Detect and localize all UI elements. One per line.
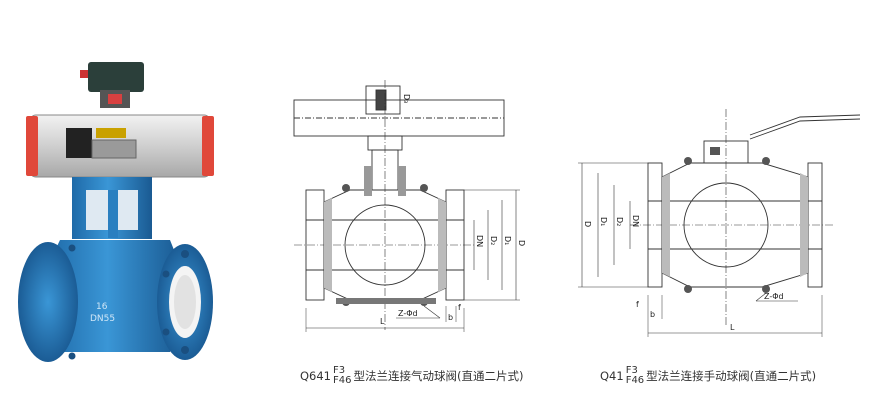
- caption-manual: Q41 F3 F46 型法兰连接手动球阀(直通二片式): [600, 366, 816, 386]
- manual-valve-section-drawing: D D₁ D₂ DN Z-Φd L b f: [578, 109, 861, 337]
- caption-pneumatic-text: 型法兰连接气动球阀(直通二片式): [353, 369, 524, 383]
- actuator-end-cap-left: [26, 116, 38, 176]
- caption-manual-model: Q41: [600, 369, 624, 383]
- dim-d2-label: D₂: [615, 217, 624, 226]
- drawing-pneumatic: D₃ DN D₂ D₁ D Z-Φd L b f: [280, 70, 540, 355]
- pneumatic-valve-section-drawing: D₃ DN D₂ D₁ D Z-Φd L b f: [293, 80, 526, 332]
- caption-manual-liner: F3 F46: [626, 366, 644, 386]
- caption-pneumatic: Q641 F3 F46 型法兰连接气动球阀(直通二片式): [300, 366, 523, 386]
- caption-pneumatic-sup: F3: [333, 365, 346, 376]
- ball-outline: [683, 182, 769, 268]
- caption-pneumatic-model: Q641: [300, 369, 332, 383]
- actuator-end-cap-right: [202, 116, 214, 176]
- valve-body: [48, 240, 180, 352]
- dim-d-label: D: [517, 240, 526, 246]
- dim-f-label: f: [458, 303, 461, 312]
- dim-l-label: L: [380, 317, 385, 326]
- solenoid-coil: [66, 128, 92, 158]
- caption-manual-text: 型法兰连接手动球阀(直通二片式): [646, 369, 817, 383]
- ball-outline: [344, 204, 426, 286]
- positioner-outline: [365, 85, 401, 115]
- lever-handle: [749, 114, 861, 136]
- body-marking-pressure: 16: [96, 302, 108, 312]
- dim-d1-label: D₁: [599, 217, 608, 226]
- valve-photo: 16 DN55: [0, 40, 225, 385]
- dim-dn-label: DN: [475, 235, 484, 247]
- positioner-box: [88, 62, 144, 92]
- dim-l-label: L: [730, 323, 735, 332]
- dim-d-label: D: [583, 221, 592, 227]
- dim-d2-label: D₂: [489, 236, 498, 245]
- dim-b-label: b: [650, 310, 655, 319]
- dim-d3-label: D₃: [402, 94, 411, 103]
- dim-bolt-label: Z-Φd: [764, 292, 784, 301]
- dim-dn-label: DN: [631, 215, 640, 227]
- dim-bolt-label: Z-Φd: [398, 309, 418, 318]
- dim-f-label: f: [636, 300, 639, 309]
- caption-pneumatic-sub: F46: [333, 375, 352, 386]
- caption-manual-sub: F46: [625, 375, 645, 386]
- body-marking-size: DN55: [90, 314, 115, 324]
- caption-pneumatic-liner: F3 F46: [333, 366, 351, 386]
- caption-manual-sup: F3: [625, 365, 638, 376]
- drawing-manual: D D₁ D₂ DN Z-Φd L b f: [570, 105, 870, 355]
- positioner-plug: [80, 70, 88, 78]
- dim-b-label: b: [448, 313, 453, 322]
- dim-d1-label: D₁: [503, 236, 512, 245]
- left-flange: [18, 242, 78, 362]
- valve-photo-illustration: 16 DN55: [18, 62, 214, 362]
